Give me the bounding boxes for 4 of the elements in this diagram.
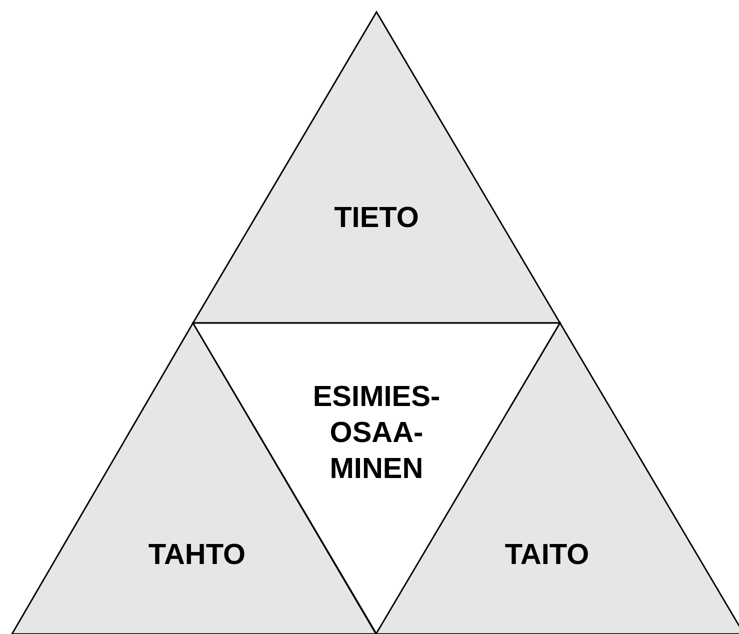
- triangle-label: TIETO: [333, 201, 420, 236]
- triangle-label: TAHTO: [147, 538, 247, 573]
- triangle-label: ESIMIES- OSAA- MINEN: [312, 380, 442, 487]
- triangle-label: TAITO: [504, 538, 590, 573]
